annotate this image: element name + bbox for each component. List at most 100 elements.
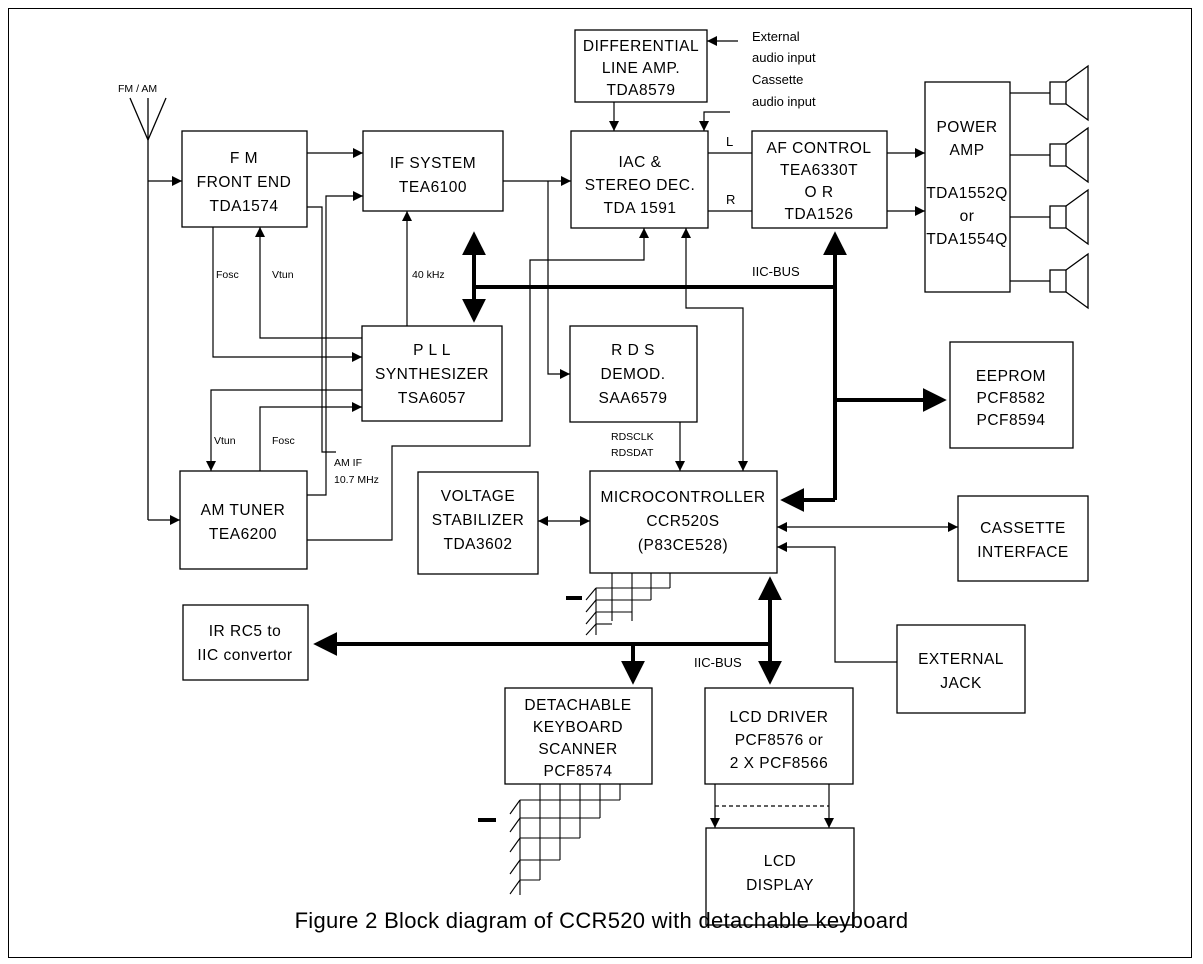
lcd-driver-line-1: LCD DRIVER [730,709,829,726]
antenna-label: FM / AM [118,83,157,95]
rds-line-2: DEMOD. [601,366,666,383]
microcontroller-line-2: CCR520S [646,513,719,530]
jack-to-mcu-line [777,542,897,663]
lcd-driver-line-3: 2 X PCF8566 [730,755,829,772]
eeprom-line-1: EEPROM [976,368,1046,385]
diff-line-amp-line-2: LINE AMP. [602,60,680,77]
am-tuner-line-1: AM TUNER [201,502,286,519]
keyboard-line-1: DETACHABLE [524,697,631,714]
fm-front-end-line-3: TDA1574 [210,198,279,215]
lcd-display-line-1: LCD [764,853,797,870]
figure-frame [8,8,1192,958]
left-channel-label: L [726,134,733,149]
iac-stereo-line-2: STEREO DEC. [585,177,696,194]
microcontroller-line-3: (P83CE528) [638,537,728,554]
af-control-line-4: TDA1526 [785,206,854,223]
pll-line-3: TSA6057 [398,390,466,407]
external-audio-label-1: External [752,29,800,44]
am-if-label-1: AM IF [334,457,362,469]
power-amp-line-1: POWER [936,119,997,136]
rds-line-3: SAA6579 [599,390,668,407]
lcd-display-line-2: DISPLAY [746,877,814,894]
iac-stereo-line-1: IAC & [619,154,662,171]
figure-caption: Figure 2 Block diagram of CCR520 with de… [294,908,909,933]
fosc-bottom-label: Fosc [272,435,295,447]
external-audio-label-2: audio input [752,50,816,65]
rds-block [569,325,698,423]
khz40-label: 40 kHz [412,269,445,281]
eeprom-line-2: PCF8582 [977,390,1046,407]
keyboard-key-matrix [509,784,621,895]
right-channel-label: R [726,192,735,207]
iac-stereo-block [570,130,709,229]
if-system-block [362,130,504,212]
af-control-block [751,130,888,229]
eeprom-line-3: PCF8594 [977,412,1046,429]
antenna-icon [129,97,167,520]
if-system-line-2: TEA6100 [399,179,467,196]
keyboard-line-3: SCANNER [538,741,617,758]
lcd-display-block [705,827,855,926]
external-jack-block [896,624,1026,714]
fosc-am-line [259,402,362,471]
rdsdat-label: RDSDAT [611,447,654,459]
iac-stereo-line-3: TDA 1591 [604,200,677,217]
vtun-fm-line [255,227,362,339]
keyboard-line-2: KEYBOARD [533,719,623,736]
vtun-am-line [206,389,362,471]
am-tuner-line-2: TEA6200 [209,526,277,543]
fm-front-end-block [181,130,308,228]
diff-line-amp-block [574,29,708,103]
pll-line-2: SYNTHESIZER [375,366,489,383]
am-if-label-2: 10.7 MHz [334,474,379,486]
iic-bus-bottom-label: IIC-BUS [694,655,742,670]
fosc-top-label: Fosc [216,269,239,281]
cassette-if-line-1: CASSETTE [980,520,1066,537]
fm-front-end-line-2: FRONT END [197,174,292,191]
pll-line-1: P L L [413,342,451,359]
cassette-audio-label-1: Cassette [752,72,803,87]
fm-to-iac-line [307,206,336,453]
microcontroller-block [589,470,778,574]
am-to-if-arrow [307,191,363,496]
power-amp-line-6: TDA1554Q [926,231,1008,248]
af-control-line-2: TEA6330T [780,162,858,179]
voltage-stab-line-2: STABILIZER [432,512,525,529]
iac-mcu-line [681,228,748,471]
cassette-audio-arrow [699,111,730,131]
fosc-fm-line [212,227,362,362]
vtun-bottom-label: Vtun [214,435,236,447]
vtun-top-label: Vtun [272,269,294,281]
am-tuner-block [179,470,308,570]
power-amp-line-4: TDA1552Q [926,185,1008,202]
lcd-driver-line-2: PCF8576 or [735,732,824,749]
keyboard-block [504,687,653,785]
ir-rc5-line-2: IIC convertor [197,647,292,664]
power-amp-line-2: AMP [949,142,984,159]
iic-bus-top-label: IIC-BUS [752,264,800,279]
if-to-rds-arrow [547,181,570,379]
pll-block [361,325,503,422]
diff-line-amp-line-1: DIFFERENTIAL [583,38,699,55]
fm-front-end-line-1: F M [230,150,258,167]
speaker-icon [1010,64,1089,310]
if-system-line-1: IF SYSTEM [390,155,476,172]
af-control-line-3: O R [804,184,833,201]
lcd-driver-block [704,687,854,785]
microcontroller-line-1: MICROCONTROLLER [600,489,765,506]
eeprom-block [949,341,1074,449]
ir-rc5-line-1: IR RC5 to [209,623,282,640]
external-jack-line-1: EXTERNAL [918,651,1004,668]
voltage-stab-block [417,471,539,575]
cassette-if-line-2: INTERFACE [977,544,1068,561]
mcu-key-matrix [585,573,671,636]
diff-line-amp-line-3: TDA8579 [607,82,676,99]
voltage-stab-line-1: VOLTAGE [441,488,515,505]
rdsclk-label: RDSCLK [611,431,654,443]
cassette-if-block [957,495,1089,582]
voltage-stab-line-3: TDA3602 [444,536,513,553]
af-control-line-1: AF CONTROL [767,140,872,157]
am-to-iac-line [307,228,649,541]
rds-line-1: R D S [611,342,655,359]
